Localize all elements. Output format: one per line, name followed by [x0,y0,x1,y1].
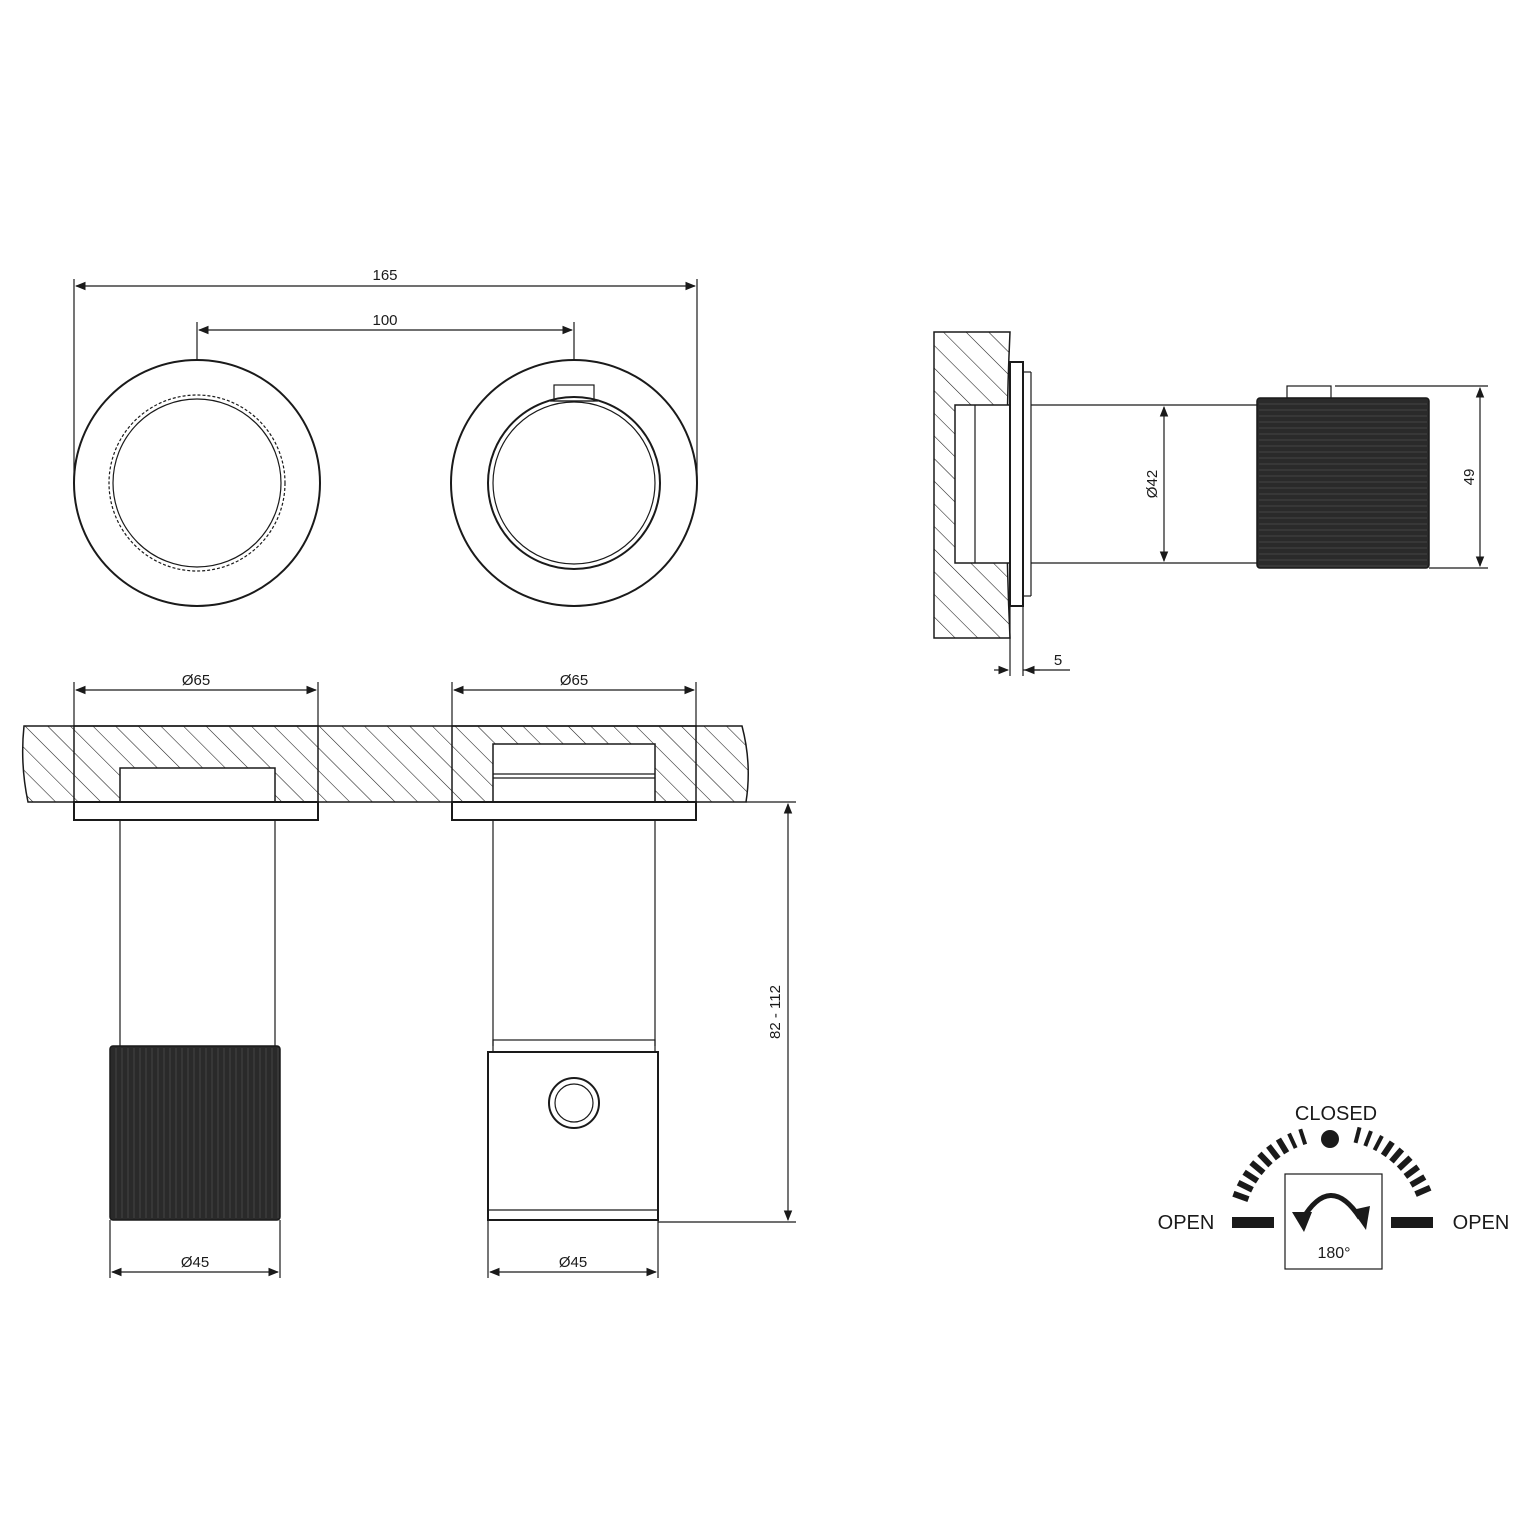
closed-label: CLOSED [1295,1103,1377,1125]
dimension-center-distance: 100 [196,312,575,360]
dimension-flange-left: Ø65 [73,672,319,726]
arc-dash [1372,1135,1384,1152]
angle-label: 180° [1317,1245,1350,1262]
arc-dash [1380,1140,1395,1158]
dim-65-left-label: Ø65 [182,672,210,689]
rotation-legend: CLOSED OPEN OPEN 180° [1158,1103,1510,1270]
open-left-bar [1232,1217,1274,1228]
arc-dash [1236,1180,1254,1193]
arc-dash [1353,1126,1362,1144]
rotation-arrow-icon [1299,1193,1363,1222]
dim-42-label: Ø42 [1144,470,1161,498]
open-right-label: OPEN [1453,1212,1510,1234]
rotation-box [1284,1173,1383,1270]
left-rosette [73,359,321,607]
arc-dash [1409,1174,1427,1188]
arc-dash [1266,1144,1281,1161]
right-rosette [450,359,698,607]
arc-dash [1257,1151,1273,1168]
dim-100-label: 100 [372,312,397,329]
arc-dash [1242,1169,1260,1184]
section-view: Ø65 Ø65 Ø45 Ø45 82 - 112 [21,672,796,1278]
dimension-body-diameter: Ø42 [1144,405,1169,563]
dim-projection-label: 82 - 112 [767,985,784,1039]
dimension-knob-right: Ø45 [487,1220,659,1278]
dim-165-label: 165 [372,267,397,284]
dimension-flange-thickness: 5 [994,606,1070,676]
left-knob-ribs [115,1048,279,1218]
dimension-flange-right: Ø65 [451,672,697,726]
dim-65-right-label: Ø65 [560,672,588,689]
arc-dash [1275,1137,1290,1155]
side-view: Ø42 49 5 [933,331,1488,676]
dim-45-right-label: Ø45 [559,1254,587,1271]
side-knob-ribs [1259,403,1427,567]
dim-5-label: 5 [1054,652,1062,669]
closed-dot-icon [1321,1130,1339,1148]
arc-dash [1232,1190,1250,1203]
dim-45-left-label: Ø45 [181,1254,209,1271]
dimension-projection: 82 - 112 [658,801,796,1223]
front-view: 165 100 [73,267,698,607]
open-left-label: OPEN [1158,1212,1215,1234]
arc-dash [1363,1130,1373,1147]
arc-dash [1396,1155,1413,1171]
dim-49-label: 49 [1461,469,1478,486]
open-right-bar [1391,1217,1433,1228]
arc-dash [1389,1147,1405,1164]
arc-dash [1414,1184,1432,1197]
dimension-overall-width: 165 [73,267,698,483]
right-lever-body [487,1051,659,1221]
lever-button [548,1077,600,1129]
dimension-knob-height: 49 [1335,385,1488,569]
dimension-knob-left: Ø45 [109,1220,281,1278]
arc-dash [1298,1128,1308,1146]
arc-dash [1287,1132,1298,1149]
rotation-arc-dashes [1232,1126,1432,1203]
arc-dash [1403,1164,1420,1179]
arc-dash [1249,1160,1266,1176]
